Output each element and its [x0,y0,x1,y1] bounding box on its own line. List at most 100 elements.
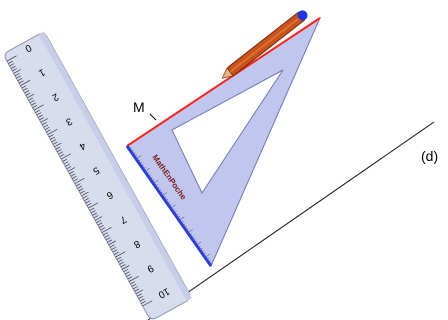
set-square-tick [170,204,176,209]
ruler-tick [44,127,50,130]
set-square-tick [129,147,132,150]
point-label-m: M [133,99,145,115]
ruler-tick [108,240,116,246]
ruler-tick [122,265,130,270]
ruler-tick [107,239,112,243]
set-square-tick [203,252,206,256]
ruler-tick [75,183,81,187]
ruler-tick [63,161,69,165]
ruler-tick [103,232,108,236]
ruler-tick [61,153,71,160]
ruler-number: 5 [90,164,101,177]
set-square-tick [153,179,159,184]
ruler-tick [138,296,144,299]
set-square-tick [185,228,189,231]
set-square-tick [173,211,177,214]
ruler-tick [134,288,140,292]
ruler-tick [90,210,96,214]
set-square-tick [209,262,213,266]
pencil-icon[interactable] [219,8,309,82]
set-square-tick [163,196,167,199]
ruler-tick [105,237,111,241]
pencil-tip [221,67,234,79]
set-square-tick [182,223,186,226]
ruler-tick [58,151,63,155]
set-square-tick [175,213,179,216]
ruler-tick [96,220,101,224]
set-square-icon[interactable]: MathEnPoche [125,16,322,268]
ruler-tick [48,134,54,138]
ruler-tick [142,300,153,307]
ruler-tick [128,275,139,282]
ruler-tick [70,173,76,177]
set-square-tick [197,245,201,248]
ruler-tick [8,60,13,64]
ruler-tick [120,264,126,268]
ruler-number: 7 [118,213,129,226]
set-square-tick [151,179,155,182]
pencil-stripe [229,14,304,73]
ruler-tick [62,158,68,162]
ruler-tick [52,141,58,145]
set-square-tick [148,174,151,177]
set-square-body [126,16,322,268]
ruler-tick [93,215,99,219]
ruler-tick [56,149,62,153]
set-square-tick [194,240,198,243]
ruler-tick [74,178,85,184]
set-square-tick [146,171,150,175]
ruler-tick [27,93,35,99]
set-square-tick [189,233,193,236]
ruler-tick [86,202,92,206]
set-square-tick [172,208,175,211]
set-square-tick [134,154,138,157]
ruler-tick [24,90,30,94]
line-d [147,121,435,320]
ruler-tick [131,283,137,287]
ruler-tick [55,146,61,150]
ruler-tick [116,256,122,260]
ruler-tick [101,226,112,233]
ruler-tick [40,118,48,123]
ruler-tick [28,97,34,101]
set-square-tick [168,203,172,207]
set-square-tick [136,155,142,160]
ruler-tick [37,114,43,118]
ruler-tick [21,85,27,89]
ruler-tick [59,153,65,157]
ruler-tick [29,100,35,104]
ruler-tick [12,68,17,72]
ruler-tick [31,102,36,106]
ruler-tick [141,300,146,304]
set-square-tick [201,250,205,253]
ruler-number: 8 [131,237,142,250]
ruler-tick [126,273,131,277]
set-square-tick [142,166,146,170]
set-square-tick [132,152,136,155]
ruler-tick [118,259,123,263]
ruler-tick [51,139,57,143]
ruler-tick [132,286,138,290]
ruler-number: 9 [145,262,156,275]
set-square-tick [166,201,170,204]
ruler-number: 1 [36,66,47,79]
ruler-tick [50,136,55,140]
set-square-tick [204,253,211,258]
set-square-tick [208,260,212,263]
set-square-tick [154,184,158,187]
set-square-tick [158,189,162,192]
ruler-number: 4 [77,140,88,153]
ruler-tick [81,191,89,197]
ruler-tick [112,249,118,253]
ruler-tick [119,261,125,265]
ruler-tick [69,171,74,175]
ruler-tick [80,190,85,194]
ruler-tick [43,124,49,128]
set-square-ticks [129,147,213,266]
ruler-tick [46,129,51,133]
set-square-tick [180,221,184,224]
pencil-eraser [297,10,308,21]
ruler-tick [77,185,82,189]
